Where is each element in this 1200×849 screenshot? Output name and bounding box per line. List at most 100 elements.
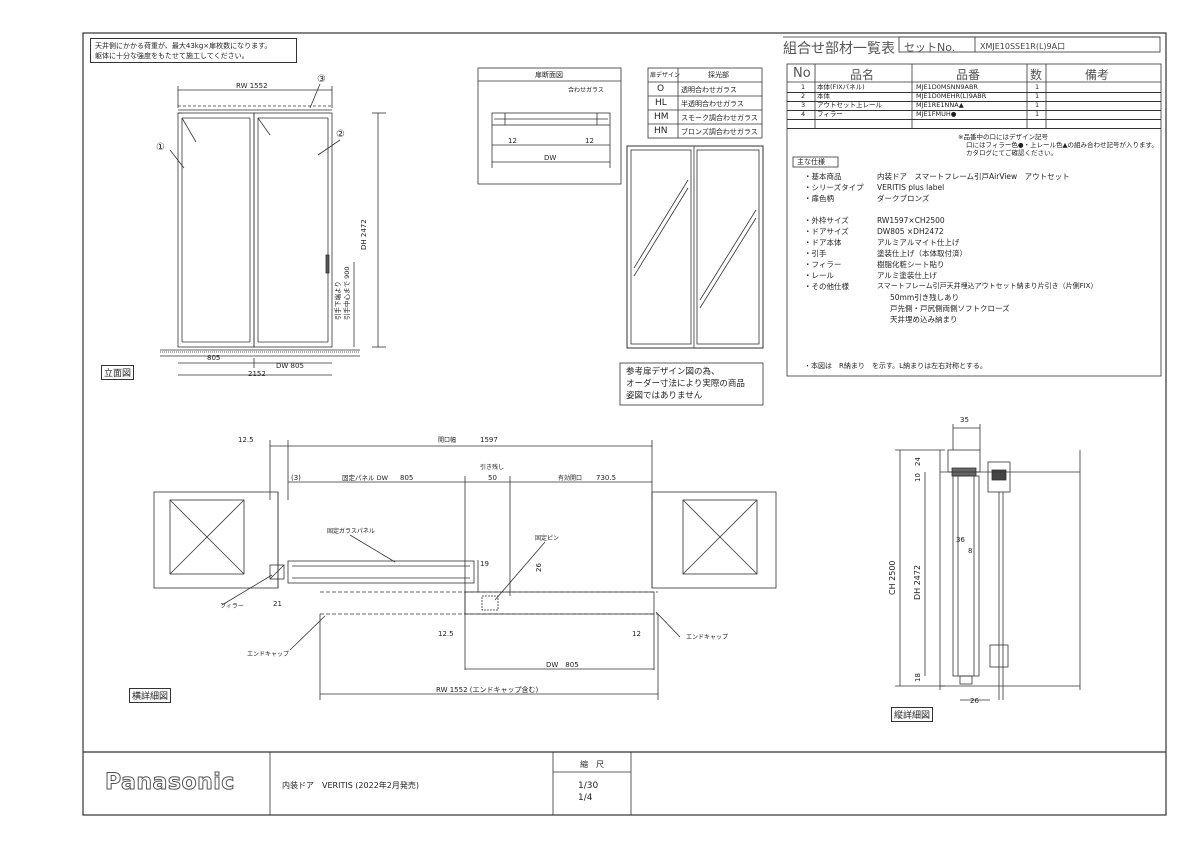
bom-row-no: 1 bbox=[801, 83, 806, 91]
design-code: HN bbox=[654, 126, 668, 136]
spec-value: アルミ塗装仕上げ bbox=[877, 271, 937, 280]
spec-key: ・外枠サイズ bbox=[804, 216, 849, 225]
design-desc: ブロンズ調合わせガラス bbox=[681, 128, 758, 136]
spec-extra: 天井埋め込み納まり bbox=[890, 315, 958, 324]
plan-19: 19 bbox=[480, 560, 489, 568]
spec-key: ・扉色柄 bbox=[804, 194, 834, 203]
spec-key: ・レール bbox=[804, 271, 834, 280]
spec-extra: 戸先側・戸尻側両側ソフトクローズ bbox=[890, 304, 1010, 313]
plan-125b: 12.5 bbox=[438, 630, 454, 638]
bom-row-qty: 1 bbox=[1035, 101, 1040, 109]
bom-title: 組合せ部材一覧表 bbox=[783, 41, 895, 57]
design-table-header-2: 採光部 bbox=[708, 71, 729, 79]
section-dim-left: 12 bbox=[508, 137, 517, 145]
spec-extra: 50mm引き残しあり bbox=[890, 293, 960, 302]
bom-row-name: 本体 bbox=[817, 92, 830, 100]
vert-ch: CH 2500 bbox=[888, 560, 897, 595]
design-table-header-1: 扉デザイン bbox=[650, 72, 681, 79]
bom-row-code: MJE1D0MSNN9ABR bbox=[916, 83, 978, 91]
scale-label: 縮 尺 bbox=[580, 760, 604, 769]
plan-hikinokoshi: 引き残し bbox=[480, 464, 505, 471]
spec-key: ・ドアサイズ bbox=[804, 227, 849, 236]
spec-key: ・引手 bbox=[804, 249, 827, 258]
plan-callout-endcap1: エンドキャップ bbox=[247, 651, 290, 658]
bom-row-code: MJE1FMUH● bbox=[916, 110, 957, 118]
spec-value: DW805 ×DH2472 bbox=[877, 227, 944, 236]
spec-value: RW1597×CH2500 bbox=[877, 216, 945, 225]
plan-26: 26 bbox=[535, 563, 543, 572]
bom-row-code: MJE1RE1NNA▲ bbox=[916, 101, 964, 109]
bom-header-note: 備考 bbox=[1085, 68, 1110, 82]
plan-opening: 開口幅 bbox=[438, 437, 457, 444]
load-note-line-1: 天井側にかかる荷重が、最大43kg×扉枚数になります。 bbox=[95, 42, 272, 50]
spec-key: ・その他仕様 bbox=[804, 282, 849, 291]
bom-footnote-2: 口にはフィラー色●・上レール色▲の組み合わせ記号が入ります。 bbox=[966, 141, 1158, 149]
ref-note-1: 参考扉デザイン図の為、 bbox=[626, 367, 720, 377]
bom-row-qty: 1 bbox=[1035, 110, 1040, 118]
brand-logo: Panasonic bbox=[105, 770, 235, 796]
bom-row-empty bbox=[787, 119, 1161, 129]
spec-key: ・基本商品 bbox=[804, 172, 842, 181]
spec-value: スマートフレーム引戸天井埋込アウトセット納まり片引き（片側FIX） bbox=[877, 282, 1098, 290]
ref-note-3: 姿図ではありません bbox=[626, 391, 703, 401]
plan-dw805: DW 805 bbox=[546, 661, 579, 669]
plan-1597: 1597 bbox=[480, 436, 498, 444]
drawing-title: 内装ドア VERITIS (2022年2月発売) bbox=[282, 781, 420, 790]
design-desc: 半透明合わせガラス bbox=[681, 100, 744, 108]
spec-value: 内装ドア スマートフレーム引戸AirView アウトセット bbox=[877, 172, 1070, 181]
vert-36: 36 bbox=[956, 536, 965, 544]
spec-heading: 主な仕様 bbox=[797, 158, 825, 166]
bom-row-qty: 1 bbox=[1035, 92, 1040, 100]
design-code: HM bbox=[654, 112, 669, 122]
bom-header-qty: 数 bbox=[1030, 68, 1043, 82]
design-desc: 透明合わせガラス bbox=[681, 86, 737, 94]
bom-row-name: アウトセット上レール bbox=[817, 101, 882, 109]
elev-w2: DW 805 bbox=[276, 362, 304, 370]
plan-p3: (3) bbox=[291, 474, 301, 482]
elev-label: 立面図 bbox=[101, 365, 135, 380]
scale-1: 1/30 bbox=[578, 781, 599, 791]
section-glass-label: 合わせガラス bbox=[568, 87, 604, 94]
spec-value: 塗装仕上げ（本体取付済） bbox=[877, 249, 967, 258]
load-note-frame bbox=[90, 38, 297, 63]
plan-callout-filler: フィラー bbox=[220, 603, 244, 610]
spec-note: ・本図は R納まり を示す。L納まりは左右対称とする。 bbox=[804, 362, 987, 370]
bom-row: 1 本体(FIXパネル) MJE1D0MSNN9ABR 1 bbox=[787, 83, 1161, 93]
plan-callout-glass: 固定ガラスパネル bbox=[327, 528, 375, 535]
spec-key: ・シリーズタイプ bbox=[804, 183, 864, 192]
bom-header-name: 品名 bbox=[850, 68, 875, 82]
plan-7305: 730.5 bbox=[596, 474, 617, 482]
vert-26: 26 bbox=[970, 697, 979, 705]
load-note-line-2: 躯体に十分な強度をもたせて施工してください。 bbox=[95, 52, 249, 60]
bom-row-name: フィラー bbox=[817, 110, 843, 118]
design-code: O bbox=[657, 84, 665, 94]
plan-callout-pin: 固定ピン bbox=[535, 535, 560, 542]
bom-row: 4 フィラー MJE1FMUH● 1 bbox=[787, 110, 1161, 120]
elev-w1: 805 bbox=[207, 354, 221, 362]
elev-rw: RW 1552 bbox=[236, 82, 268, 90]
bom-header-code: 品番 bbox=[956, 68, 981, 82]
vert-label: 縦詳細図 bbox=[891, 707, 934, 722]
vert-dh: DH 2472 bbox=[913, 564, 922, 600]
spec-value: VERITIS plus label bbox=[877, 183, 945, 192]
section-dw: DW bbox=[544, 154, 557, 162]
set-no-value: XMJE10SSE1R(L)9A口 bbox=[980, 42, 1066, 51]
design-code: HL bbox=[655, 98, 667, 108]
elev-total: 2152 bbox=[248, 370, 266, 378]
plan-21: 21 bbox=[273, 600, 282, 608]
bom-footnote-3: カタログにてご確認ください。 bbox=[966, 149, 1057, 157]
set-no-label: セットNo. bbox=[904, 41, 956, 54]
vert-18: 18 bbox=[914, 673, 922, 682]
spec-value: アルミアルマイト仕上げ bbox=[877, 238, 960, 247]
design-desc: スモーク調合わせガラス bbox=[681, 114, 758, 122]
vert-35: 35 bbox=[960, 416, 969, 424]
plan-50: 50 bbox=[488, 474, 497, 482]
vert-8: 8 bbox=[968, 547, 973, 555]
plan-yuko: 有効開口 bbox=[558, 475, 583, 482]
vert-10: 10 bbox=[914, 473, 922, 482]
bom-row-no: 3 bbox=[801, 101, 806, 109]
elev-callout-3: ③ bbox=[317, 74, 326, 85]
plan-rw: RW 1552 (エンドキャップ含む) bbox=[436, 686, 539, 694]
plan-805: 805 bbox=[400, 474, 414, 482]
